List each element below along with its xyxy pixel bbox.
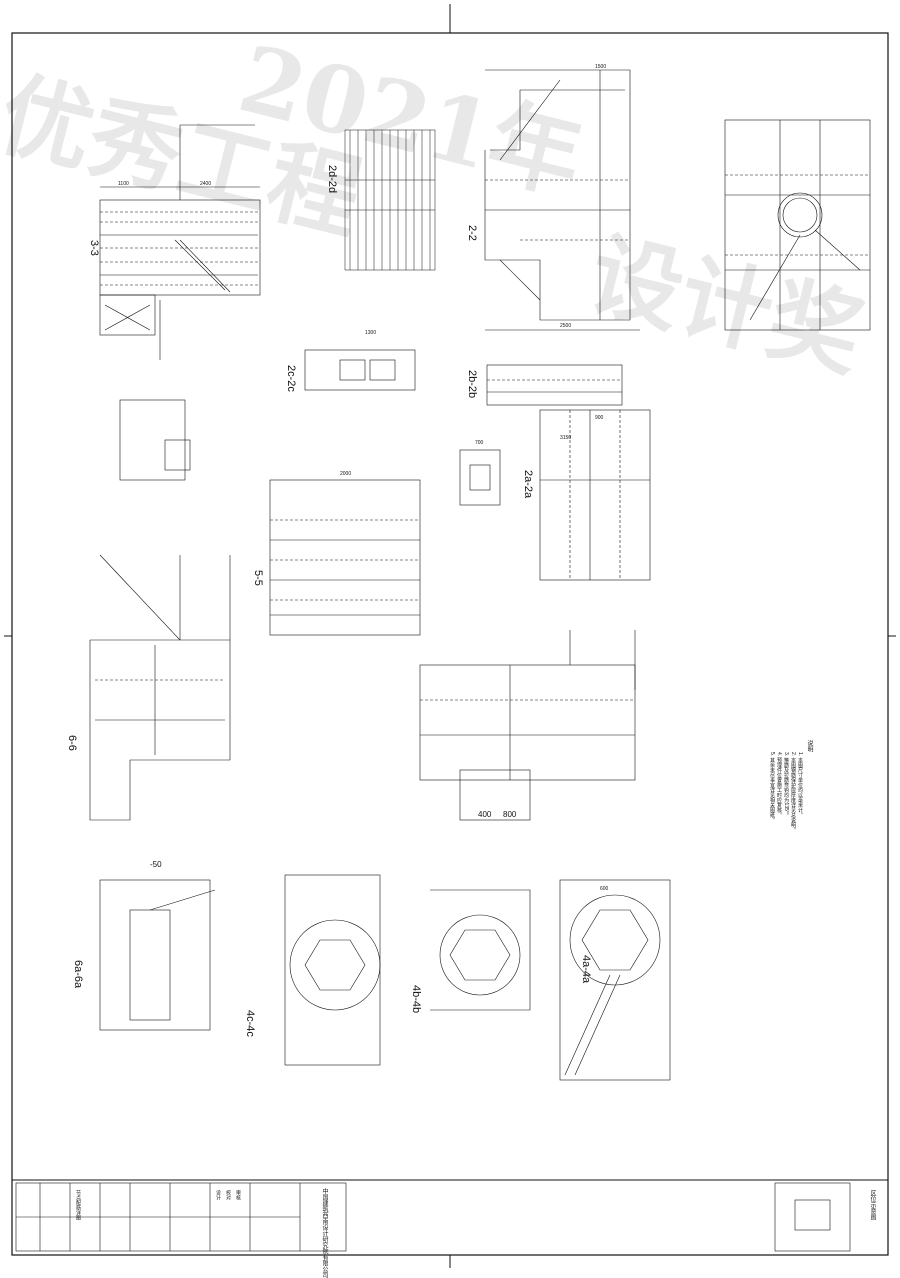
- section-label-6a-6a: 6a-6a: [72, 960, 84, 989]
- section-label-2c-2c: 2c-2c: [285, 365, 297, 392]
- dim-neg-50: -50: [150, 860, 162, 869]
- dim-2400: 2400: [200, 181, 212, 187]
- drawing-title: 节点配筋详图: [75, 1190, 81, 1220]
- section-label-4b-4b: 4b-4b: [410, 985, 422, 1014]
- section-label-5-5: 5-5: [252, 570, 264, 586]
- dim-2500: 2500: [560, 323, 572, 329]
- company-name: 中国建筑西南设计研究院有限公司: [321, 1188, 327, 1278]
- section-label-4a-4a: 4a-4a: [580, 955, 592, 984]
- detail-2-2: [484, 69, 640, 331]
- title-block-frame: [15, 1182, 851, 1252]
- detail-2c-2c: [304, 349, 416, 391]
- detail-6-6: [89, 554, 231, 821]
- section-label-4c-4c: 4c-4c: [244, 1010, 256, 1037]
- notes-item-2: 2. 本图钢筋保护层厚度详见总说明。: [790, 752, 796, 833]
- section-label-2b-2b: 2b-2b: [466, 370, 478, 399]
- section-label-2d-2d: 2d-2d: [326, 165, 338, 194]
- detail-column-plan: [724, 119, 871, 331]
- section-label-3-3: 3-3: [88, 240, 100, 256]
- detail-2d-2d: [344, 129, 436, 271]
- notes-item-3: 3. 箍筋及拉筋弯钩均为135°。: [783, 752, 789, 818]
- dim-1300: 1300: [365, 330, 377, 336]
- notes-item-1: 1. 本图尺寸单位均以毫米计。: [797, 752, 803, 818]
- dim-1500: 1500: [595, 64, 607, 70]
- detail-small-left: [119, 399, 191, 481]
- dim-2000: 2000: [340, 471, 352, 477]
- notes-item-5: 5. 其余未尽事宜详见相关图纸。: [769, 752, 775, 823]
- key-plan-label: 区位示意图: [869, 1190, 875, 1220]
- dim-3150: 3150: [560, 435, 572, 441]
- section-label-2a-2a: 2a-2a: [522, 470, 534, 499]
- detail-4b-4b: [430, 889, 531, 1011]
- dim-900: 900: [595, 415, 604, 421]
- notes-item-4: 4. 预埋件位置施工时应复核。: [776, 752, 782, 818]
- detail-2b-2b: [486, 364, 623, 406]
- section-label-2-2: 2-2: [466, 225, 478, 241]
- dim-1100: 1100: [118, 181, 129, 187]
- approver-label: 审核: [235, 1190, 241, 1200]
- dim-400: 400: [478, 810, 492, 819]
- section-label-6-6: 6-6: [66, 735, 78, 751]
- detail-3-3: [99, 124, 261, 360]
- dim-600: 600: [600, 886, 609, 892]
- detail-2a-2a: [459, 409, 651, 581]
- dim-800: 800: [503, 810, 517, 819]
- designer-label: 设计: [215, 1190, 221, 1200]
- detail-center: [419, 630, 636, 821]
- detail-6a-6a: [99, 879, 216, 1031]
- detail-4c-4c: [284, 874, 381, 1066]
- detail-5-5: [269, 479, 421, 636]
- dim-700: 700: [475, 440, 484, 446]
- notes-title: 说明: [806, 740, 812, 752]
- checker-label: 校对: [225, 1190, 231, 1200]
- detail-4a-4a: [559, 879, 671, 1081]
